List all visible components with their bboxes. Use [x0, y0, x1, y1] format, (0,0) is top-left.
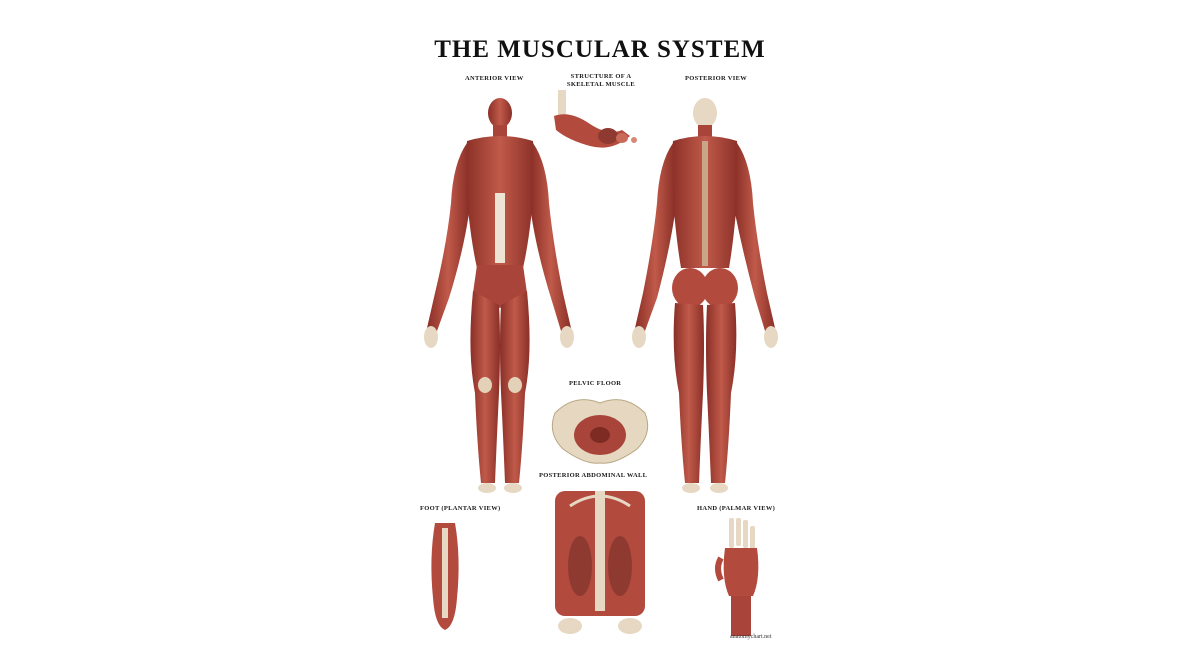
section-label-abdominal: POSTERIOR ABDOMINAL WALL [539, 472, 648, 479]
section-label-anterior: ANTERIOR VIEW [465, 75, 524, 82]
section-label-hand: HAND (PALMAR VIEW) [697, 505, 776, 512]
poster: THE MUSCULAR SYSTEM ANTERIOR VIEW STRUCT… [385, 28, 815, 658]
pelvic-floor-figure [551, 399, 649, 464]
foot-figure [431, 523, 459, 630]
credit-text: anatomychart.net [730, 634, 772, 640]
hand-figure [715, 518, 759, 636]
section-label-structure: STRUCTURE OF A SKELETAL MUSCLE [566, 73, 636, 88]
section-label-pelvic: PELVIC FLOOR [569, 380, 622, 387]
abdominal-wall-figure [555, 491, 645, 634]
skeletal-muscle-structure [554, 90, 637, 148]
anterior-figure [424, 98, 574, 493]
page-title: THE MUSCULAR SYSTEM [434, 36, 766, 63]
posterior-figure [632, 98, 778, 493]
section-label-foot: FOOT (PLANTAR VIEW) [420, 505, 501, 512]
section-label-posterior: POSTERIOR VIEW [685, 75, 748, 82]
